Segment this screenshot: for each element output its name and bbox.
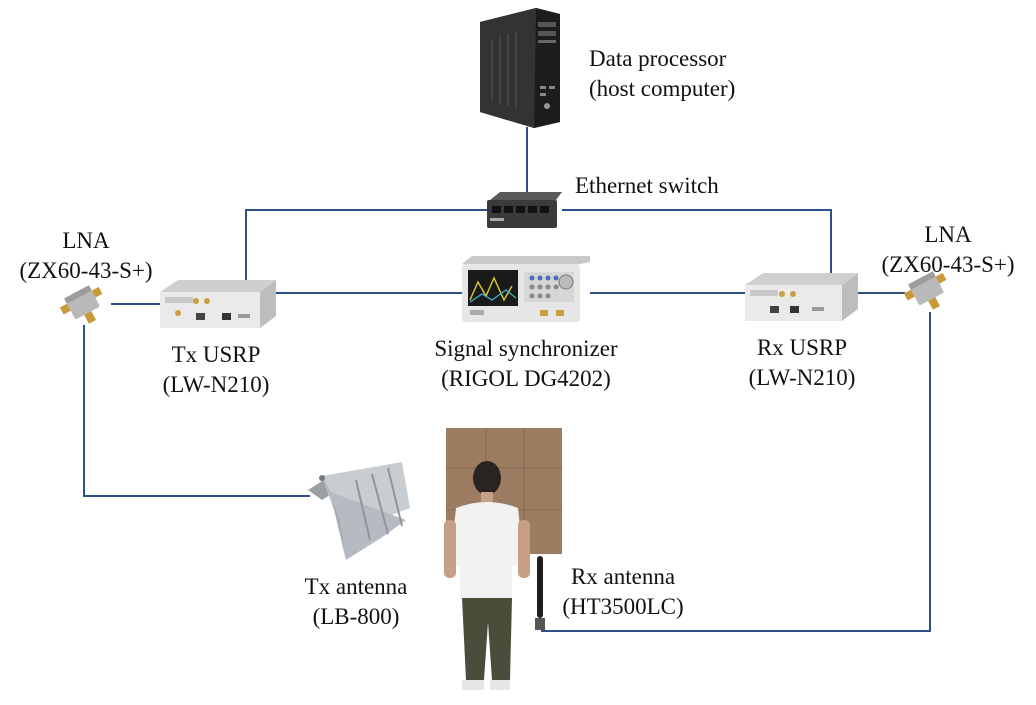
data-processor-subtitle: (host computer) (589, 76, 736, 101)
rx-antenna-title: Rx antenna (570, 564, 676, 589)
usrp-box-icon-tx (160, 280, 276, 328)
ethernet-switch-icon (487, 192, 562, 228)
label-ethernet-switch: Ethernet switch (575, 171, 719, 201)
tx-antenna-title: Tx antenna (304, 574, 408, 599)
signal-sync-subtitle: (RIGOL DG4202) (441, 366, 611, 391)
ethernet-switch-title: Ethernet switch (575, 173, 719, 198)
whip-antenna-icon (535, 556, 545, 630)
rx-usrp-subtitle: (LW-N210) (748, 365, 856, 390)
amplifier-icon-right (903, 271, 947, 310)
cable-switch-to-tx-usrp (245, 209, 487, 282)
label-signal-synchronizer: Signal synchronizer (RIGOL DG4202) (406, 334, 646, 394)
rx-antenna-subtitle: (HT3500LC) (562, 594, 684, 619)
label-tx-usrp: Tx USRP (LW-N210) (146, 340, 286, 400)
tx-antenna-subtitle: (LB-800) (312, 604, 400, 629)
amplifier-icon-left (59, 285, 103, 324)
label-rx-usrp: Rx USRP (LW-N210) (732, 333, 872, 393)
horn-antenna-icon (308, 462, 410, 560)
cable-lna-to-tx-antenna (83, 325, 310, 497)
label-lna-right: LNA (ZX60-43-S+) (868, 220, 1028, 280)
person-standing-icon (444, 461, 530, 690)
label-lna-left: LNA (ZX60-43-S+) (6, 226, 166, 286)
label-rx-antenna: Rx antenna (HT3500LC) (548, 562, 698, 622)
signal-generator-icon (462, 256, 590, 322)
lna-right-subtitle: (ZX60-43-S+) (881, 252, 1015, 277)
lna-left-subtitle: (ZX60-43-S+) (19, 258, 153, 283)
tx-usrp-title: Tx USRP (171, 342, 261, 367)
cable-lna-to-rx-antenna (541, 312, 931, 632)
data-processor-title: Data processor (589, 46, 727, 71)
signal-sync-title: Signal synchronizer (434, 336, 618, 361)
usrp-box-icon-rx (745, 273, 858, 321)
desktop-tower-icon (480, 8, 560, 128)
label-tx-antenna: Tx antenna (LB-800) (286, 572, 426, 632)
lna-right-title: LNA (924, 222, 972, 247)
rx-usrp-title: Rx USRP (756, 335, 848, 360)
label-data-processor: Data processor (host computer) (589, 44, 735, 104)
tx-usrp-subtitle: (LW-N210) (162, 372, 270, 397)
cables (83, 127, 931, 632)
cable-switch-to-rx-usrp (562, 209, 832, 275)
lna-left-title: LNA (62, 228, 110, 253)
